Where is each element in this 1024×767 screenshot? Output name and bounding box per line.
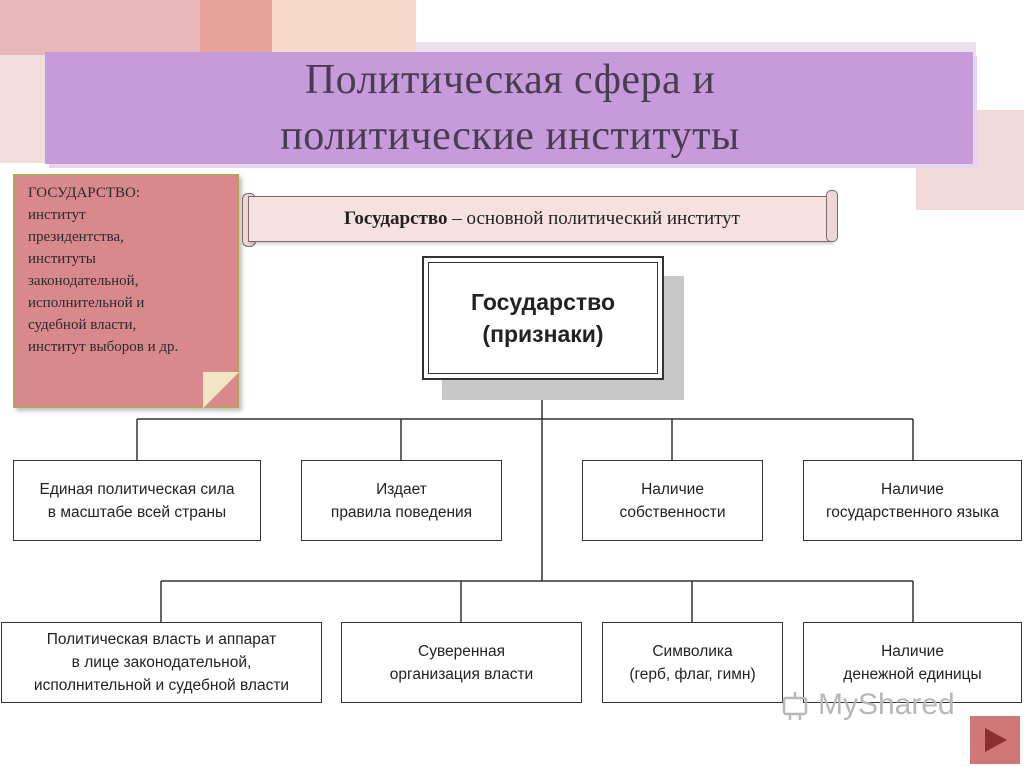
root-node-frame	[422, 256, 664, 380]
banner-bold: Государство	[344, 208, 448, 229]
node-row2-1: Политическая власть и аппарат в лице зак…	[1, 622, 322, 703]
myshared-logo-icon	[782, 692, 808, 720]
banner-rest: – основной политический институт	[447, 208, 740, 229]
node-row1-1: Единая политическая сила в масштабе всей…	[13, 460, 261, 541]
decor-block-pink	[0, 0, 200, 55]
banner-curl-right	[826, 190, 838, 242]
slide-title: Политическая сфера и политические инстит…	[60, 52, 960, 164]
node-row1-2: Издает правила поведения	[301, 460, 502, 541]
node-row1-4: Наличие государственного языка	[803, 460, 1022, 541]
title-line-1: Политическая сфера и	[304, 57, 716, 103]
title-line-2: политические институты	[280, 113, 740, 159]
watermark: MyShared	[818, 688, 955, 722]
node-row2-2: Суверенная организация власти	[341, 622, 582, 703]
play-arrow-icon	[985, 728, 1007, 752]
node-row2-3: Символика (герб, флаг, гимн)	[602, 622, 783, 703]
banner-text: Государство – основной политический инст…	[252, 196, 832, 242]
banner-scroll	[248, 196, 832, 242]
node-row1-3: Наличие собственности	[582, 460, 763, 541]
sticky-note-text: ГОСУДАРСТВО: институт президентства, инс…	[28, 185, 179, 355]
sticky-note-fold	[203, 372, 239, 408]
decor-block-left-light	[0, 55, 45, 163]
title-band	[45, 52, 973, 164]
root-node: Государство (признаки)	[428, 262, 658, 374]
decor-block-peach	[272, 0, 416, 55]
decor-block-salmon	[200, 0, 272, 55]
sticky-note	[13, 174, 239, 408]
watermark-text: MyShared	[818, 688, 955, 721]
node-row2-4: Наличие денежной единицы	[803, 622, 1022, 703]
